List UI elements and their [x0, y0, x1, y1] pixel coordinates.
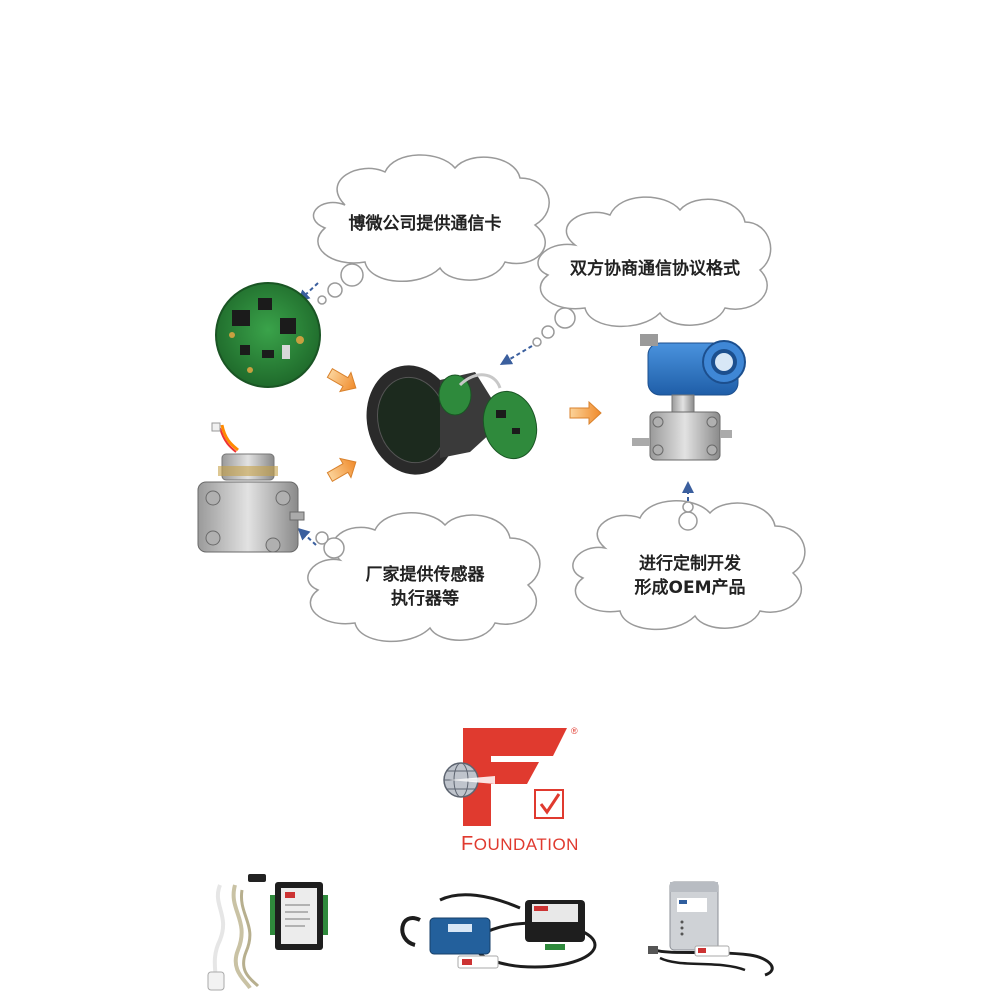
cloud-protocol	[532, 196, 772, 347]
product-handheld-interface	[648, 881, 774, 977]
dashed-arrow-card	[297, 282, 319, 303]
checkbox-check-icon	[534, 789, 564, 819]
cloud-oem	[572, 500, 806, 631]
communication-card-pcb	[215, 282, 321, 388]
cloud-text-oem: 进行定制开发 形成OEM产品	[600, 552, 780, 600]
foundation-logo-mark	[443, 728, 567, 826]
globe-icon	[443, 762, 495, 798]
dashed-arrow-sensor	[297, 527, 317, 546]
cloud-text-protocol: 双方协商通信协议格式	[570, 259, 740, 279]
orange-arrow-lower	[326, 457, 357, 483]
oem-pressure-transmitter	[632, 334, 746, 461]
foundation-wordmark: FOUNDATION	[461, 833, 579, 856]
foundation-word-rest: OUNDATION	[473, 835, 579, 854]
integration-diagram	[197, 154, 806, 643]
product-usb-adapter-kit	[400, 893, 597, 969]
cloud-text-sensor-supplier: 厂家提供传感器 执行器等	[335, 563, 515, 611]
cloud-sensor-supplier	[307, 512, 541, 643]
orange-arrow-upper	[326, 367, 357, 393]
interface-products	[207, 874, 774, 991]
cloud-text-oem-line1: 进行定制开发	[639, 554, 741, 574]
transmitter-module	[366, 365, 538, 475]
cloud-text-oem-line2: 形成OEM产品	[634, 578, 746, 598]
registered-mark: ®	[571, 726, 578, 736]
foundation-word-first: F	[461, 833, 474, 855]
cloud-card-supplier	[312, 154, 550, 305]
orange-arrow-right	[569, 400, 602, 426]
foundation-f-shape	[463, 728, 567, 826]
cloud-text-sensor-line1: 厂家提供传感器	[365, 565, 485, 585]
dashed-arrow-protocol	[499, 345, 533, 366]
product-usb-interface-box	[207, 874, 328, 991]
pressure-sensor	[197, 422, 305, 553]
cloud-text-sensor-line2: 执行器等	[391, 589, 459, 609]
cloud-text-card-supplier: 博微公司提供通信卡	[348, 214, 502, 234]
